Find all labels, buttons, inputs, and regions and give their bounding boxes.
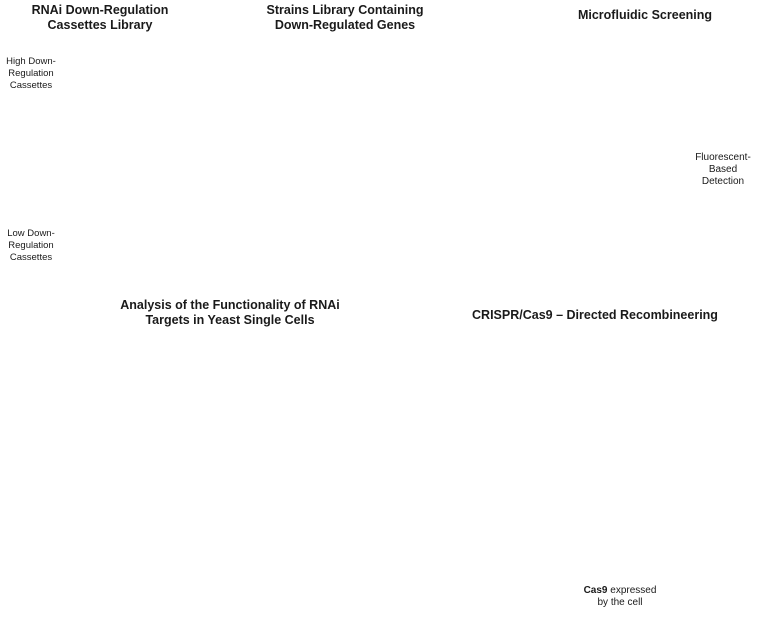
genome-markers [524,487,666,572]
trace-2 [222,444,300,474]
cas9-label: Cas9 expressed by the cell [583,585,657,608]
low-cassette-marks [23,157,85,185]
channel-walls [543,95,709,247]
fragment-dashes [535,401,633,441]
microfluidic-chip [480,125,528,221]
droplet-cluster-left [532,39,596,93]
laser-blue [650,178,690,202]
high-regulation-label: High Down- Regulation Cassettes [6,56,56,91]
arrow-3 [20,479,48,509]
trace-1 [222,360,300,408]
flow-arrows [589,103,665,215]
zoom-lines-1 [111,95,146,211]
trace-3 [222,500,300,540]
high-cassette-marks [51,91,105,126]
strains-cluster [274,51,436,233]
genome-dna [484,488,698,575]
panel5-title: CRISPR/Cas9 – Directed Recombineering [472,308,718,322]
dna-fragments-left [514,352,576,394]
cas9-bold: Cas9 [583,585,608,596]
arrow-2 [426,133,454,163]
droplet-cluster-right [652,37,714,91]
detection-label: Fluorescent- Based Detection [695,152,751,187]
analysis-arrows [176,377,210,597]
zoom-lines-2 [497,73,527,249]
analysis-yeast-4 [111,571,160,607]
yeast-cell-large [123,113,231,192]
acoustic-spring [565,160,594,180]
panel3-title: Microfluidic Screening [577,8,713,22]
laser-red [650,132,692,150]
center-droplets [576,135,674,238]
analysis-yeast-2 [111,443,160,479]
low-regulation-label: Low Down- Regulation Cassettes [7,228,55,263]
dna-fragments-right [606,350,662,404]
high-cassette-plasmids [19,86,106,163]
flow-arrowheads [599,111,656,214]
analysis-arrowheads [208,375,213,599]
panel1-title: RNAi Down-Regulation Cassettes Library [31,3,169,32]
analysis-yeast-3 [111,507,160,543]
trace-4 [220,578,300,606]
arrow-4 [382,479,410,509]
arrow-1 [232,133,260,163]
panel2-title: Strains Library Containing Down-Regulate… [266,3,424,32]
analysis-yeast-1 [111,350,160,387]
panel4-title: Analysis of the Functionality of RNAi Ta… [120,298,340,327]
strains-cluster-nuclei [289,80,411,224]
cas9-proteins [530,489,662,579]
low-cassette-plasmids [8,158,100,230]
